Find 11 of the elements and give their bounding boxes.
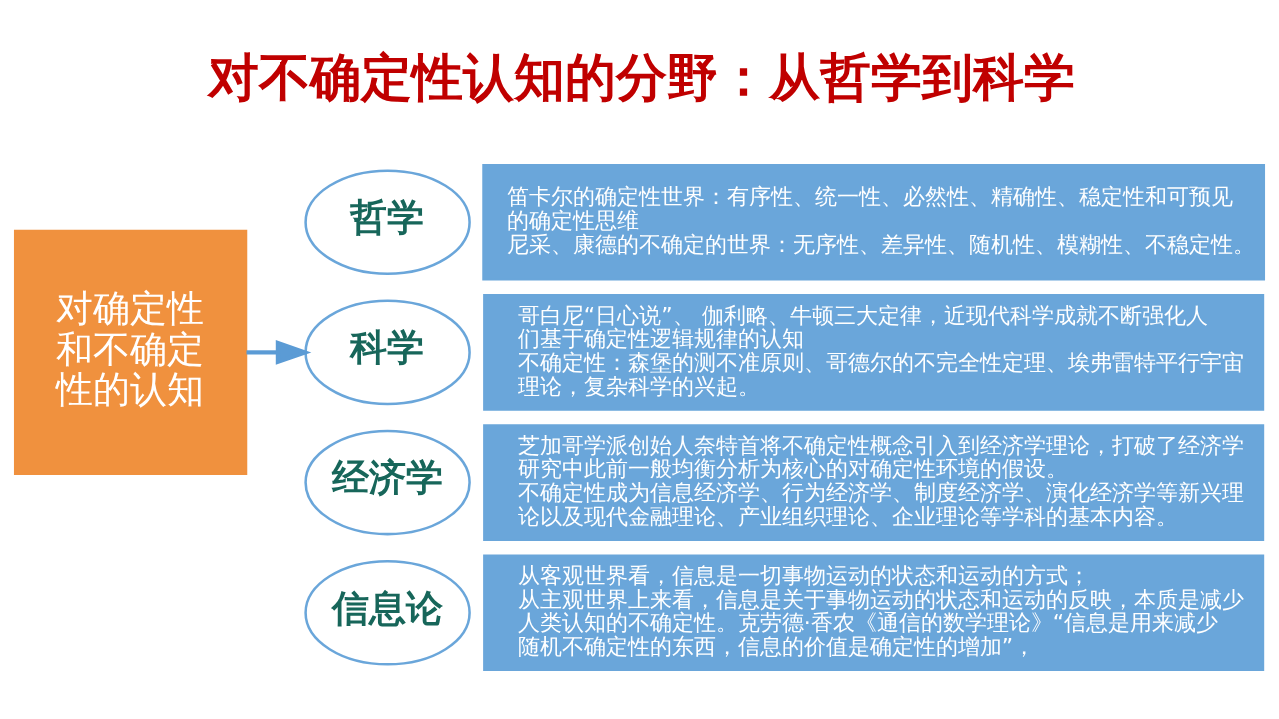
node-ellipse: 信息论 [304, 559, 471, 666]
node-ellipse: 经济学 [304, 429, 471, 535]
node-ellipse: 科学 [304, 299, 471, 405]
diagram-title: 对不确定性认知的分野：从哲学到科学 [207, 47, 1075, 107]
node-box: 笛卡尔的确定性世界：有序性、统一性、必然性、精确性、稳定性和可预见的确定性思维 尼采、康德的不确定的世界：无序性、差异性、随机性、模糊性、不稳定性。 [482, 163, 1266, 281]
node-ellipse: 哲学 [304, 168, 471, 275]
arrow [246, 339, 312, 365]
node-box: 芝加哥学派创始人奈特首将不确定性概念引入到经济学理论，打破了经济学研究中此前一般均衡分析为核心的对确定性环境的假设。 不确定性成为信息经济学、行为经济学、制度经济学、演化经济学等新兴理论以及现代金融理论、产业组织理论、企业理论等学科的基本内容。 [483, 423, 1265, 541]
node-box: 从客观世界看，信息是一切事物运动的状态和运动的方式； 从主观世界上来看，信息是关于事物运动的状态和运动的反映，本质是减少人类认知的不确定性。克劳德·香农《通信的数学理论》“信息是用来减少随机不确定性的东西，信息的价值是确定性的增加”， [483, 553, 1265, 671]
node-box: 哥白尼“日心说”、 伽利略、牛顿三大定律，近现代科学成就不断强化人们基于确定性逻辑规律的认知 不确定性：森堡的测不准原则、哥德尔的不完全性定理、埃弗雷特平行宇宙理论，复杂科学的兴起。 [483, 293, 1265, 411]
node-box: 对确定性和不确定性的认知 [13, 229, 248, 475]
